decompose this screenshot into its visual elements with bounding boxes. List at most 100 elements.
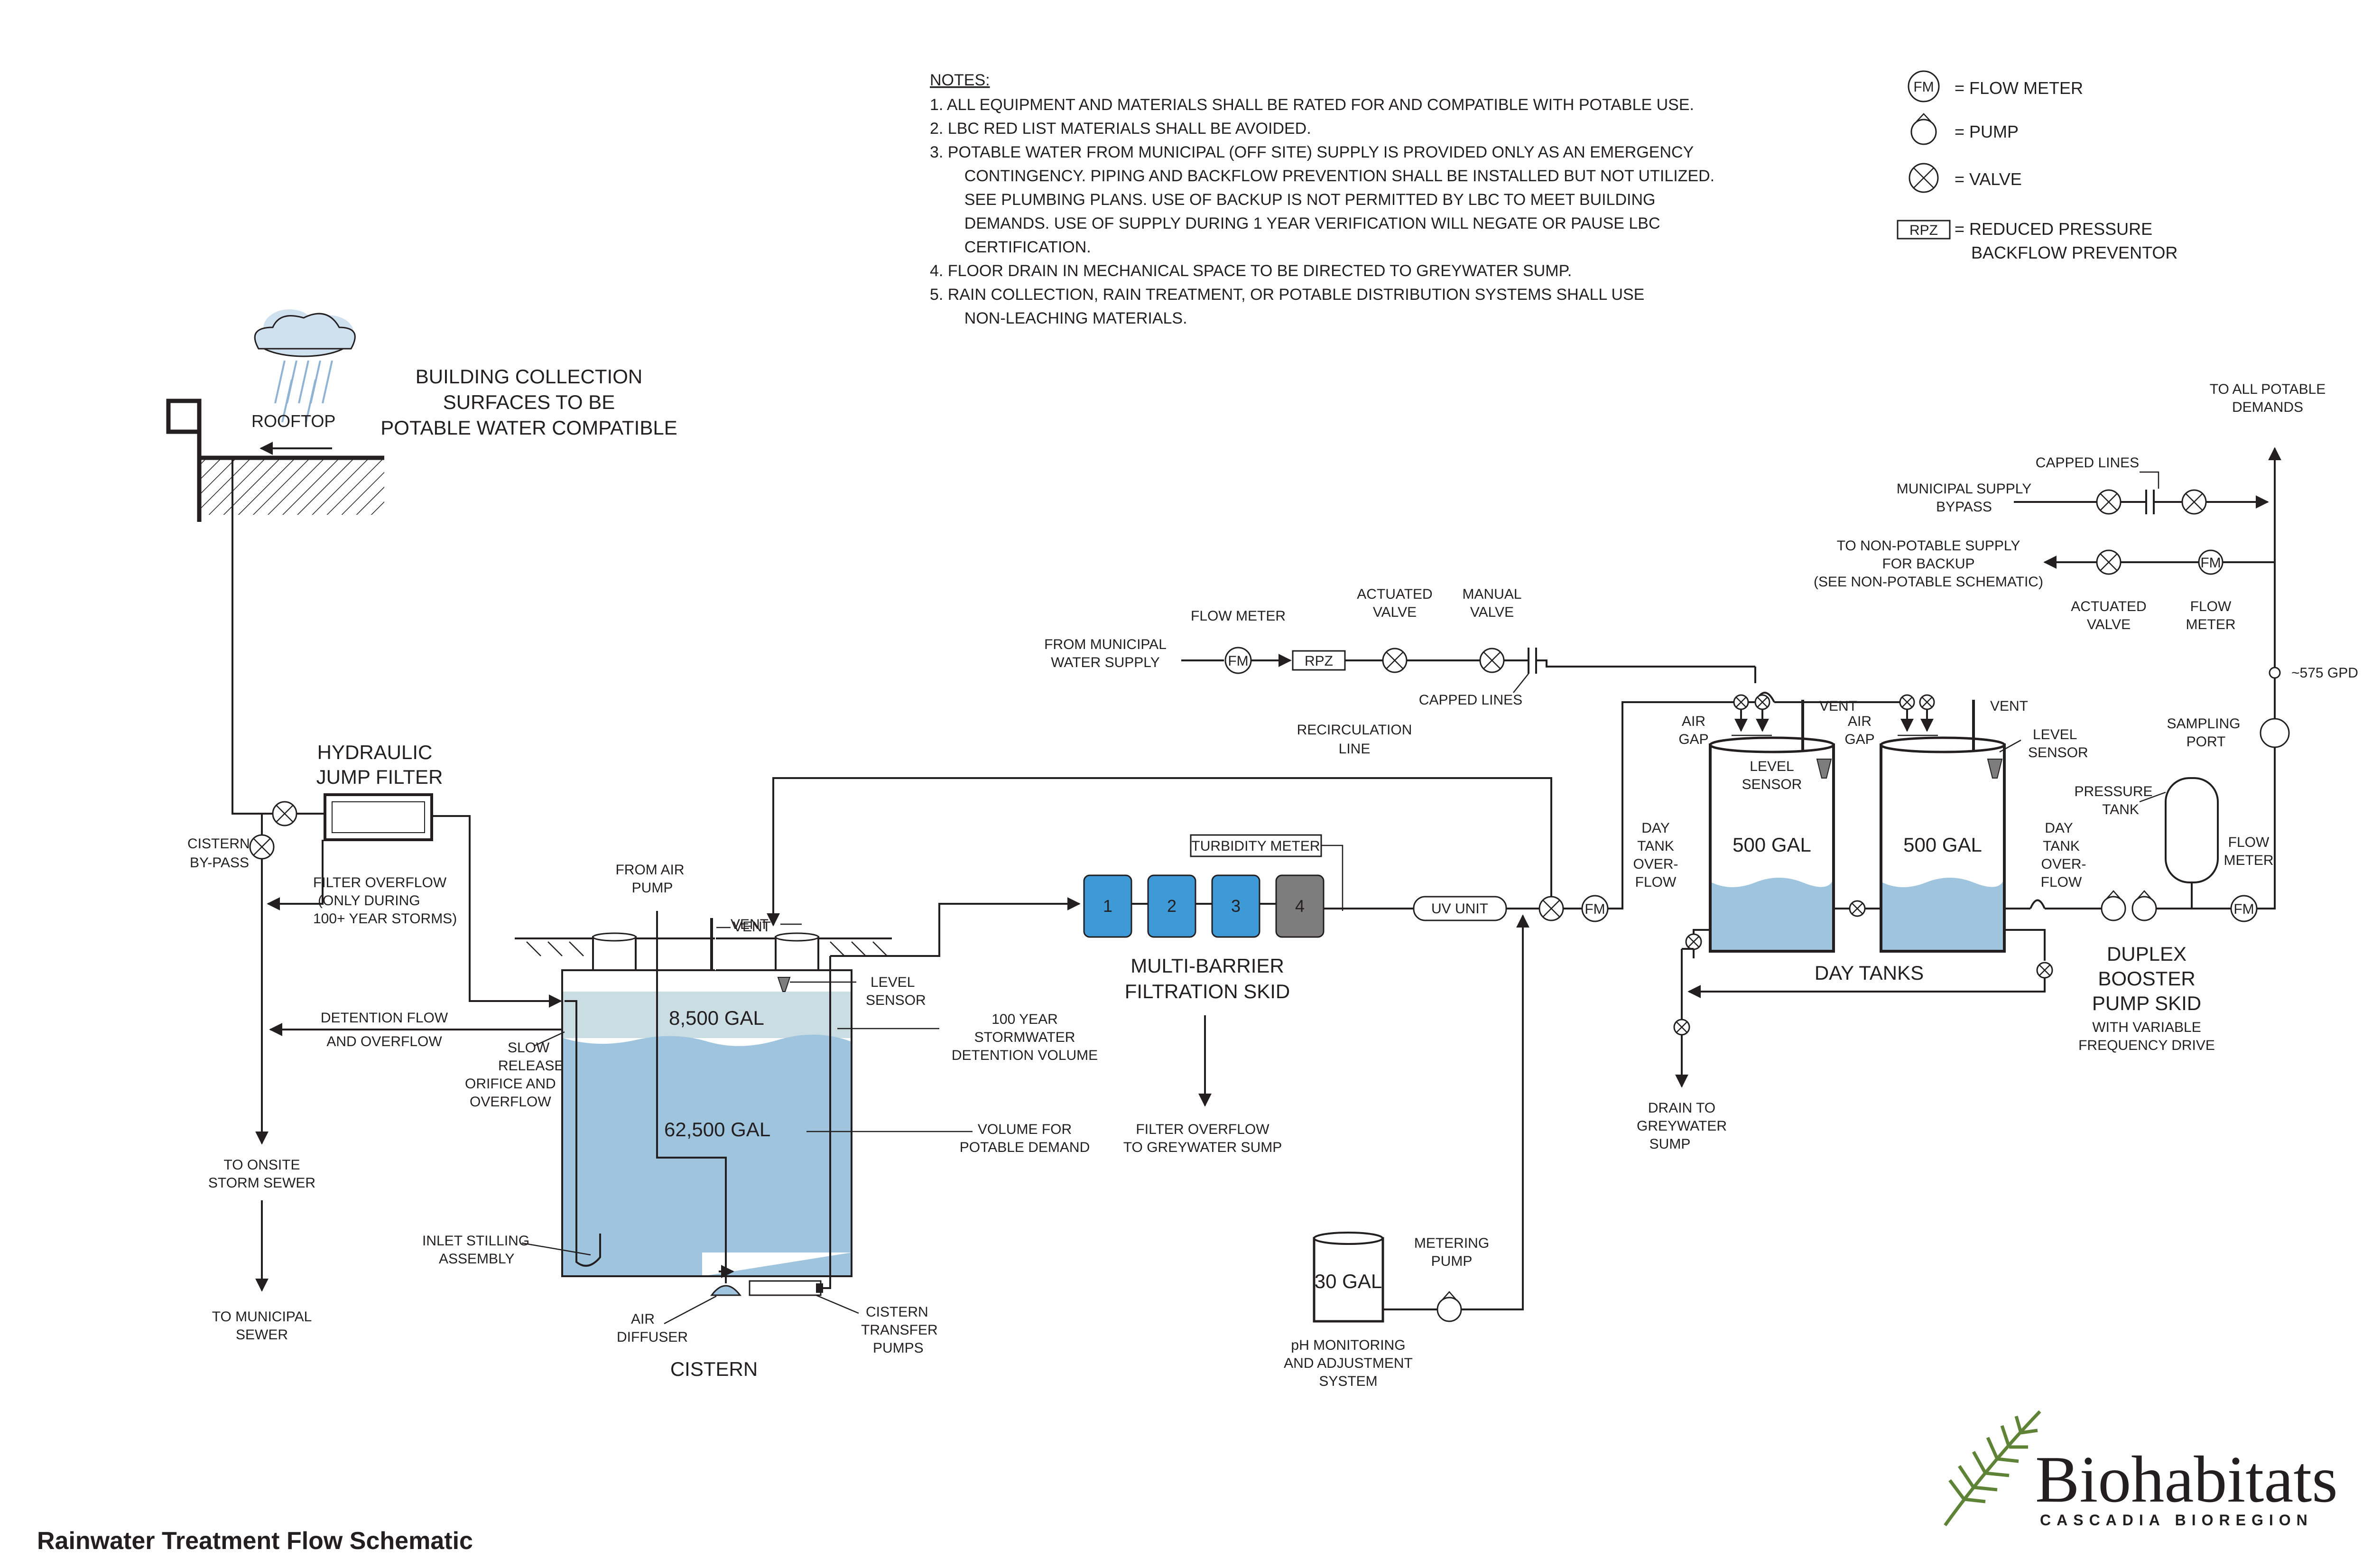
- note-line: 3. POTABLE WATER FROM MUNICIPAL (OFF SIT…: [930, 143, 1694, 161]
- building-roof: BUILDING COLLECTION SURFACES TO BE POTAB…: [166, 309, 677, 522]
- transfer-pump-icon: [749, 1280, 822, 1296]
- label: GREYWATER: [1637, 1118, 1727, 1134]
- label: FOR BACKUP: [1882, 556, 1974, 572]
- valve-icon: [1909, 163, 1939, 193]
- label: PUMPS: [873, 1340, 924, 1356]
- label: LEVEL: [871, 974, 915, 990]
- valve-icon: [1538, 896, 1564, 921]
- note-line: CONTINGENCY. PIPING AND BACKFLOW PREVENT…: [946, 167, 1714, 185]
- label: BYPASS: [1936, 499, 1992, 515]
- day-tank-1: 500 GAL: [1709, 736, 1835, 953]
- sampling-port-icon: [2260, 718, 2290, 748]
- flow-meter-symbol: FM: [1584, 901, 1605, 917]
- label: PUMP: [1431, 1253, 1473, 1269]
- label: VENT: [733, 919, 771, 935]
- label: FROM AIR: [615, 862, 684, 878]
- label: LEVEL: [2033, 727, 2077, 742]
- label: INLET STILLING: [422, 1233, 529, 1249]
- label: TO GREYWATER SUMP: [1123, 1140, 1282, 1155]
- label: POTABLE DEMAND: [960, 1140, 1090, 1155]
- cistern-bypass-valve-icon: [249, 834, 275, 860]
- label: FLOW METER: [1191, 608, 1286, 624]
- label: VENT: [1819, 698, 1857, 714]
- label: WITH VARIABLE: [2092, 1020, 2201, 1035]
- label: TURBIDITY METER: [1191, 838, 1320, 854]
- logo-name: Biohabitats: [2035, 1443, 2338, 1516]
- label: PORT: [2187, 734, 2226, 750]
- inlet-valves-tank-1: [1732, 694, 1772, 736]
- label: HYDRAULIC: [317, 741, 433, 763]
- label: FLOW: [1635, 874, 1677, 890]
- legend-fm-symbol: FM: [1913, 79, 1934, 95]
- label: LEVEL: [1750, 759, 1794, 774]
- roof-hatch: [199, 458, 384, 515]
- label: ASSEMBLY: [439, 1251, 515, 1267]
- label: JUMP FILTER: [316, 766, 443, 788]
- roof-outline: [166, 399, 384, 460]
- filter-number: 2: [1167, 896, 1177, 916]
- label: SENSOR: [866, 993, 926, 1008]
- legend-valve-label: = VALVE: [1955, 169, 2022, 189]
- label: GAP: [1678, 732, 1708, 747]
- label: TANK: [2043, 838, 2080, 854]
- drain-valve-icon: [1673, 1019, 1690, 1036]
- label: VOLUME FOR: [978, 1122, 1072, 1137]
- valve-icon: [1685, 933, 1702, 950]
- logo-sub: CASCADIA BIOREGION: [2040, 1512, 2313, 1529]
- label: STORM SEWER: [208, 1175, 315, 1191]
- label: DAY: [1641, 820, 1669, 836]
- ph-tank-volume: 30 GAL: [1315, 1270, 1382, 1292]
- label: FROM MUNICIPAL: [1044, 637, 1167, 652]
- biohabitats-logo: Biohabitats CASCADIA BIOREGION: [1944, 1410, 2338, 1529]
- label: FILTER OVERFLOW: [313, 875, 447, 891]
- label: MULTI-BARRIER: [1130, 955, 1284, 977]
- label: WATER SUPPLY: [1051, 655, 1159, 670]
- filter-number: 1: [1103, 896, 1112, 916]
- potable-volume: [563, 1034, 851, 1275]
- legend: FM = FLOW METER = PUMP = VALVE RPZ = RED…: [1897, 70, 2177, 262]
- label: BOOSTER: [2098, 967, 2195, 990]
- label: VENT: [1990, 698, 2028, 714]
- label: FLOW: [2190, 599, 2232, 614]
- label: SAMPLING: [2167, 716, 2240, 732]
- label: STORMWATER: [974, 1030, 1075, 1045]
- label: (SEE NON-POTABLE SCHEMATIC): [1814, 574, 2043, 590]
- label: BUILDING COLLECTION: [416, 365, 642, 388]
- page-title: Rainwater Treatment Flow Schematic: [37, 1527, 473, 1555]
- tank-volume: 500 GAL: [1733, 834, 1811, 856]
- flow-meter-symbol: FM: [2200, 555, 2221, 571]
- label: RELEASE: [498, 1058, 564, 1074]
- filter-1: 1: [1083, 874, 1132, 938]
- label: DIFFUSER: [617, 1329, 688, 1345]
- label: PUMP: [632, 880, 673, 896]
- label: ACTUATED: [1357, 586, 1432, 602]
- filter-4: 4: [1275, 874, 1325, 938]
- legend-pump-label: = PUMP: [1955, 122, 2019, 141]
- rpz-symbol: RPZ: [1305, 653, 1333, 669]
- label: TO ONSITE: [223, 1157, 300, 1173]
- rooftop-label: ROOFTOP: [251, 411, 335, 431]
- label: DAY: [2045, 820, 2073, 836]
- filtration-skid: 1 2 3 4: [1083, 874, 1325, 938]
- cistern-label: CISTERN: [670, 1358, 758, 1380]
- label: DUPLEX: [2107, 943, 2187, 965]
- label: MANUAL: [1462, 586, 1521, 602]
- label: AND ADJUSTMENT: [1284, 1355, 1413, 1371]
- label: METER: [2224, 853, 2274, 868]
- note-line: DEMANDS. USE OF SUPPLY DURING 1 YEAR VER…: [946, 214, 1660, 232]
- label: PRESSURE: [2074, 784, 2152, 799]
- valve-icon: [2181, 489, 2207, 515]
- label: CISTERN: [187, 836, 250, 852]
- rpz-icon: [1292, 650, 1346, 671]
- label: TANK: [1637, 838, 1674, 854]
- cloud-icon: [254, 309, 356, 423]
- legend-rpz-label: = REDUCED PRESSURE: [1955, 219, 2152, 239]
- legend-fm-label: = FLOW METER: [1955, 78, 2083, 98]
- label: DETENTION VOLUME: [952, 1048, 1098, 1063]
- label: TANK: [2102, 802, 2139, 817]
- legend-rpz-label: BACKFLOW PREVENTOR: [1971, 243, 2177, 262]
- legend-rpz-symbol: RPZ: [1909, 223, 1938, 238]
- label: FREQUENCY DRIVE: [2078, 1038, 2215, 1053]
- label: SLOW: [508, 1040, 550, 1056]
